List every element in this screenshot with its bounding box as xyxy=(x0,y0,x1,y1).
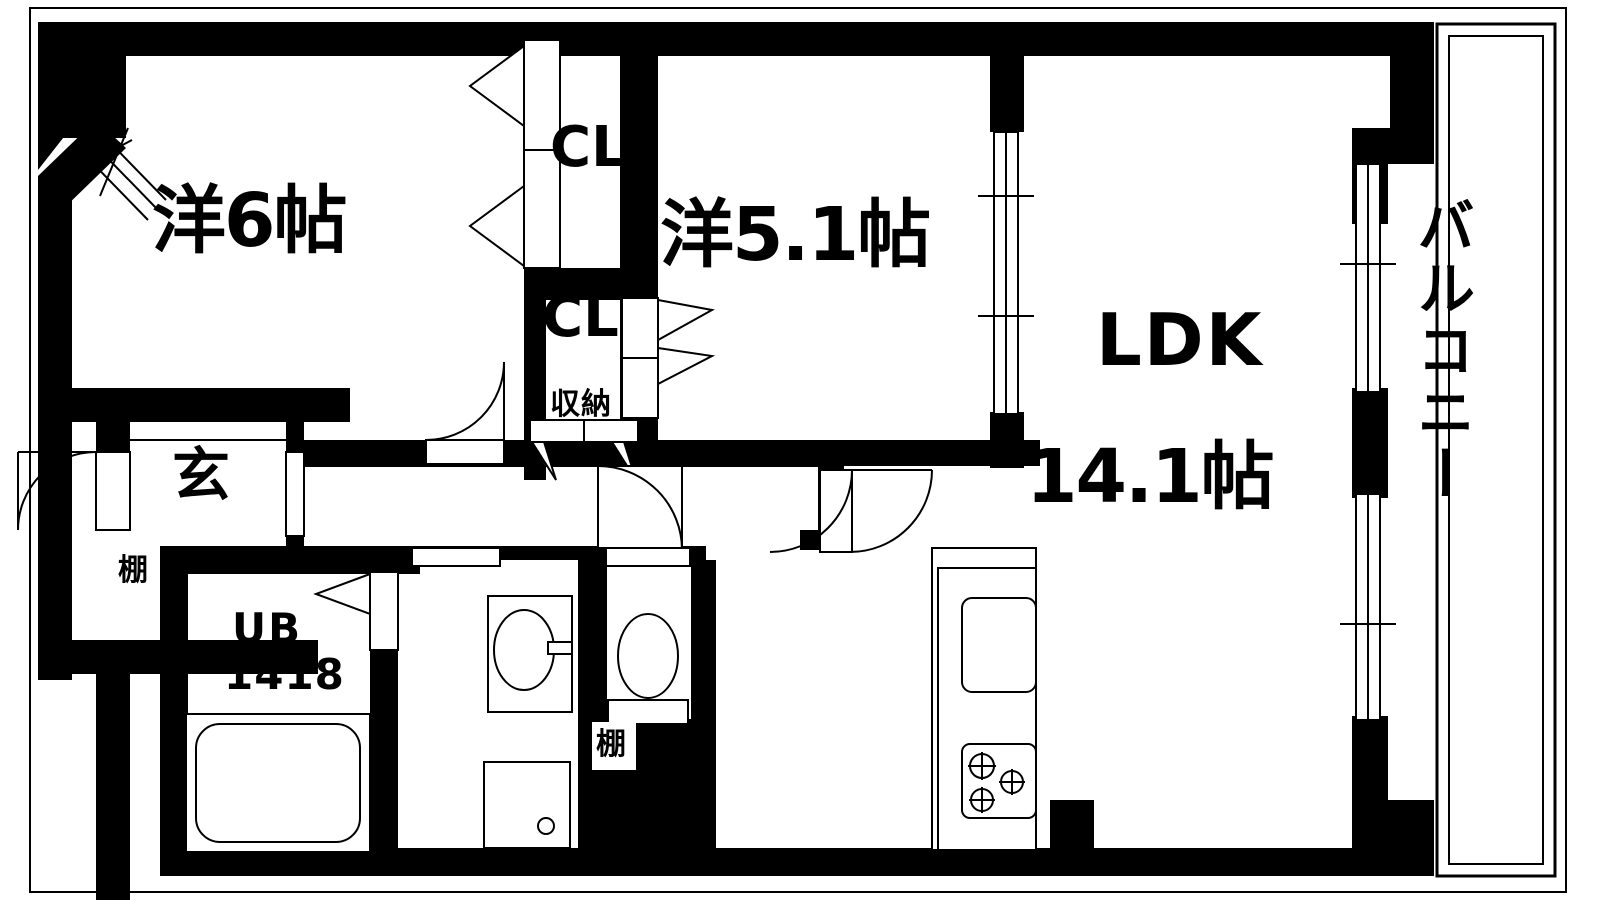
balcony-sliding-upper[interactable] xyxy=(1340,163,1396,393)
interior-outlines xyxy=(130,439,818,467)
room-label-bedroom-6jo: 洋6帖 xyxy=(152,178,347,264)
kitchen-sink xyxy=(961,597,1037,693)
gas-stove-3-burner xyxy=(961,743,1037,819)
closet-label-lower: CL xyxy=(542,285,619,350)
unit-bath-label: UB xyxy=(232,604,303,653)
shelf-label-entrance: 棚 xyxy=(118,553,148,588)
ldk-hallway-door[interactable] xyxy=(769,469,933,553)
unit-bath-size-label: 1418 xyxy=(224,650,345,699)
toilet-door[interactable] xyxy=(605,547,691,567)
unit-bath-door[interactable] xyxy=(313,571,399,651)
balcony-region xyxy=(1435,22,1557,878)
closet-lower-door[interactable] xyxy=(621,297,716,419)
closet-label-upper: CL xyxy=(550,115,627,180)
bedroom51-ldk-sliding[interactable] xyxy=(978,131,1034,415)
room-label-ldk: LDK xyxy=(1096,298,1264,382)
genkan-inner-frame xyxy=(285,451,305,537)
room-label-ldk-area: 14.1帖 xyxy=(1026,434,1275,520)
balcony-label: バルコニー xyxy=(1407,196,1475,506)
room-label-bedroom-51jo: 洋5.1帖 xyxy=(660,192,931,278)
storage-doors[interactable] xyxy=(529,419,639,481)
washroom-entry[interactable] xyxy=(411,547,588,567)
vanity-sink xyxy=(487,595,573,713)
shelf-entrance-box xyxy=(112,548,156,596)
bathtub xyxy=(185,713,371,853)
shelf-label-toilet: 棚 xyxy=(596,727,626,762)
toilet xyxy=(605,565,693,725)
hallway-door[interactable] xyxy=(597,465,683,551)
entrance-door[interactable] xyxy=(17,451,131,531)
bedroom6-door[interactable] xyxy=(425,361,505,465)
plan-outer-border xyxy=(29,7,1567,893)
entrance-label: 玄 xyxy=(172,441,231,509)
corner-window[interactable] xyxy=(59,127,167,221)
washing-machine-pan xyxy=(483,761,571,849)
closet-upper-door[interactable] xyxy=(468,39,561,269)
balcony-sliding-lower[interactable] xyxy=(1340,493,1396,721)
storage-label: 収納 xyxy=(550,387,612,422)
shelf-toilet-box xyxy=(592,722,636,770)
